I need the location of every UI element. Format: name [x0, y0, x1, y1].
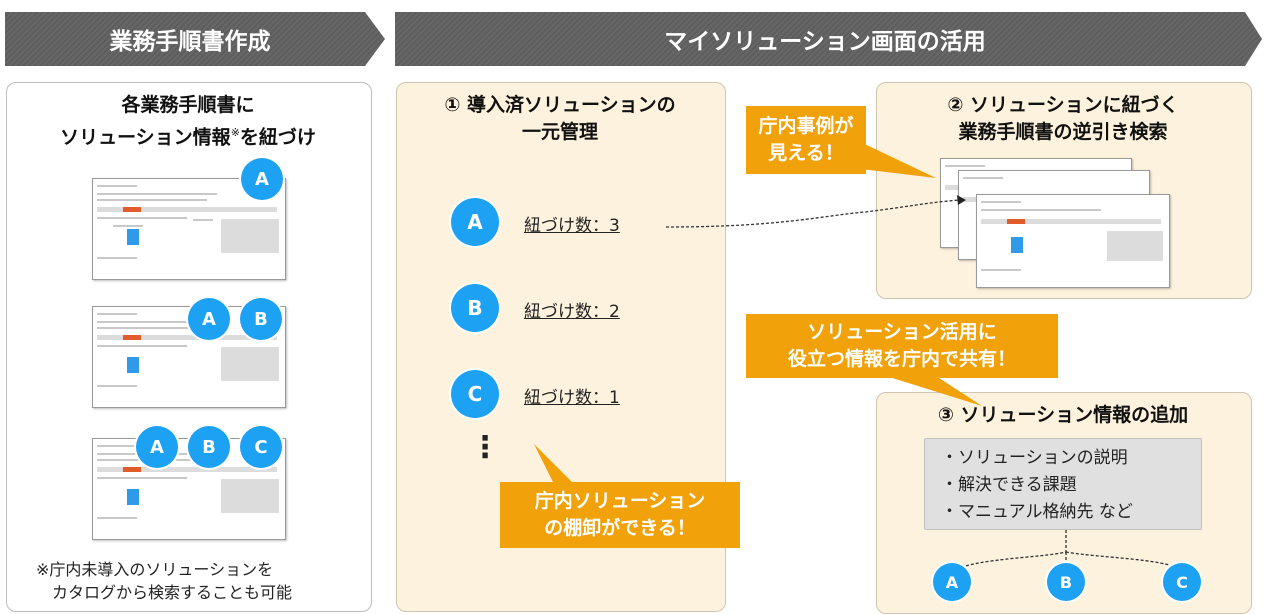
left-footnote: ※庁内未導入のソリューションを カタログから検索することも可能 — [36, 560, 293, 602]
callout-inventory: 庁内ソリューション の棚卸ができる！ — [500, 482, 740, 548]
callout-share: ソリューション活用に 役立つ情報を庁内で共有！ — [746, 314, 1058, 378]
banner-arrows — [5, 12, 1262, 66]
banner-left-title: 業務手順書作成 — [109, 29, 271, 55]
thumb1-badge-a: A — [241, 158, 283, 200]
callout-inventory-pointer — [534, 444, 574, 484]
solution-a-badge: A — [451, 198, 499, 246]
thumb3-badge-a: A — [136, 426, 178, 468]
info-item-manual: ・マニュアル格納先 など — [941, 502, 1133, 522]
footnote-mark: ※ — [230, 126, 240, 139]
solution-a-count[interactable]: 紐づけ数：3 — [524, 216, 620, 236]
callout-share-pointer — [886, 376, 982, 406]
thumb2-badge-a: A — [188, 298, 230, 340]
connector-a-to-search — [665, 195, 966, 228]
left-title-line2: ソリューション情報※を紐づけ — [60, 126, 316, 149]
linked-procedure-3 — [976, 194, 1170, 288]
more-ellipsis: ⋮ — [470, 430, 500, 465]
thumb3-badge-c: C — [240, 426, 282, 468]
solution-info-box: ・ソリューションの説明 ・解決できる課題 ・マニュアル格納先 など — [924, 438, 1202, 530]
info-badge-c: C — [1163, 563, 1201, 601]
info-badge-b: B — [1047, 563, 1085, 601]
left-panel-title: 各業務手順書に ソリューション情報※を紐づけ — [6, 92, 370, 151]
left-title-line1: 各業務手順書に — [121, 94, 255, 116]
callout-cases-pointer — [852, 138, 936, 178]
solution-c-badge: C — [451, 370, 499, 418]
thumb3-badge-b: B — [188, 426, 230, 468]
thumb2-badge-b: B — [240, 298, 282, 340]
banner-left-arrow — [5, 12, 385, 66]
panel2-title: ② ソリューションに紐づく 業務手順書の逆引き検索 — [947, 94, 1179, 143]
solution-c-count[interactable]: 紐づけ数：1 — [524, 388, 620, 408]
info-item-issues: ・解決できる課題 — [941, 475, 1077, 495]
callout-cases: 庁内事例が 見える！ — [746, 106, 866, 174]
solution-b-count[interactable]: 紐づけ数：2 — [524, 302, 620, 322]
solution-b-badge: B — [451, 284, 499, 332]
panel3-title: ③ ソリューション情報の追加 — [937, 404, 1189, 426]
info-item-description: ・ソリューションの説明 — [941, 448, 1128, 468]
banner-right-title: マイソリューション画面の活用 — [664, 29, 986, 55]
panel1-title: ① 導入済ソリューションの 一元管理 — [444, 94, 676, 143]
banner-right-arrow — [395, 12, 1262, 66]
info-badge-a: A — [933, 563, 971, 601]
